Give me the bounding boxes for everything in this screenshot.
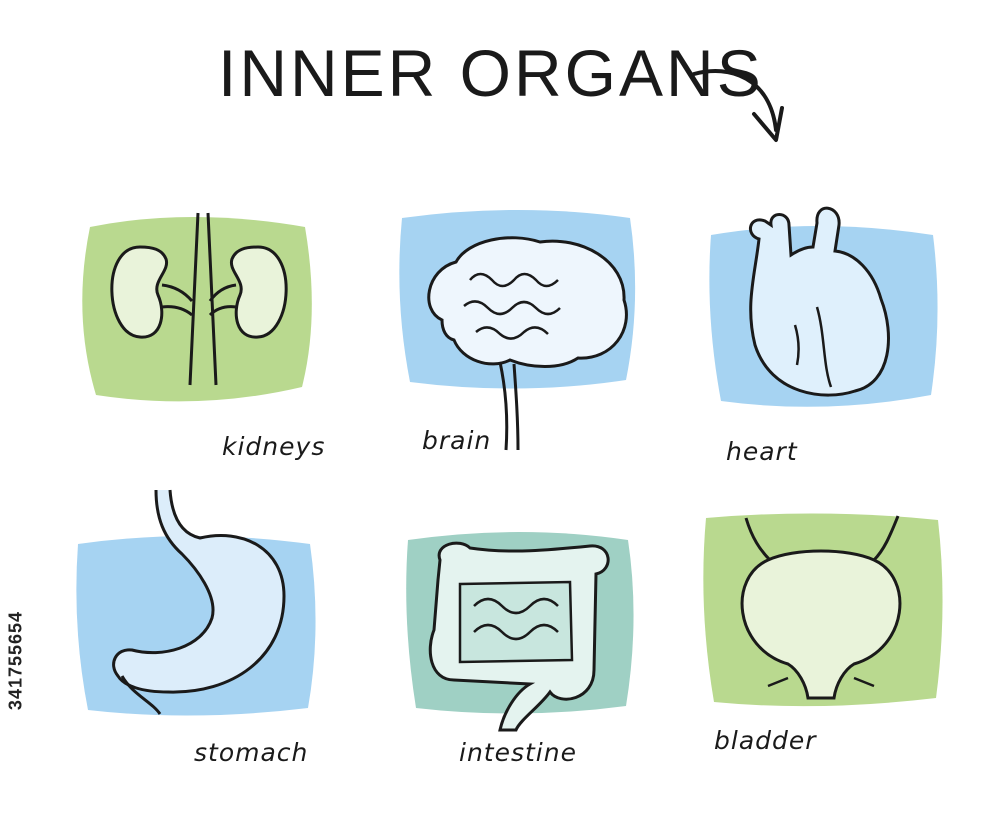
heart-label: heart bbox=[726, 437, 798, 466]
stomach-icon bbox=[76, 489, 316, 716]
stock-id: 341755654 bbox=[5, 610, 26, 711]
page-title: INNER ORGANS bbox=[218, 36, 764, 110]
stomach-label: stomach bbox=[194, 738, 309, 767]
bladder-label: bladder bbox=[714, 726, 817, 755]
intestine-label: intestine bbox=[459, 738, 577, 767]
heart-icon bbox=[709, 206, 938, 407]
kidneys-label: kidneys bbox=[222, 432, 326, 461]
curved-arrow-icon bbox=[692, 69, 784, 142]
kidneys-icon bbox=[82, 212, 312, 402]
brain-icon bbox=[399, 210, 636, 451]
intestine-icon bbox=[406, 532, 634, 732]
bladder-icon bbox=[703, 513, 943, 707]
brain-label: brain bbox=[422, 426, 492, 455]
